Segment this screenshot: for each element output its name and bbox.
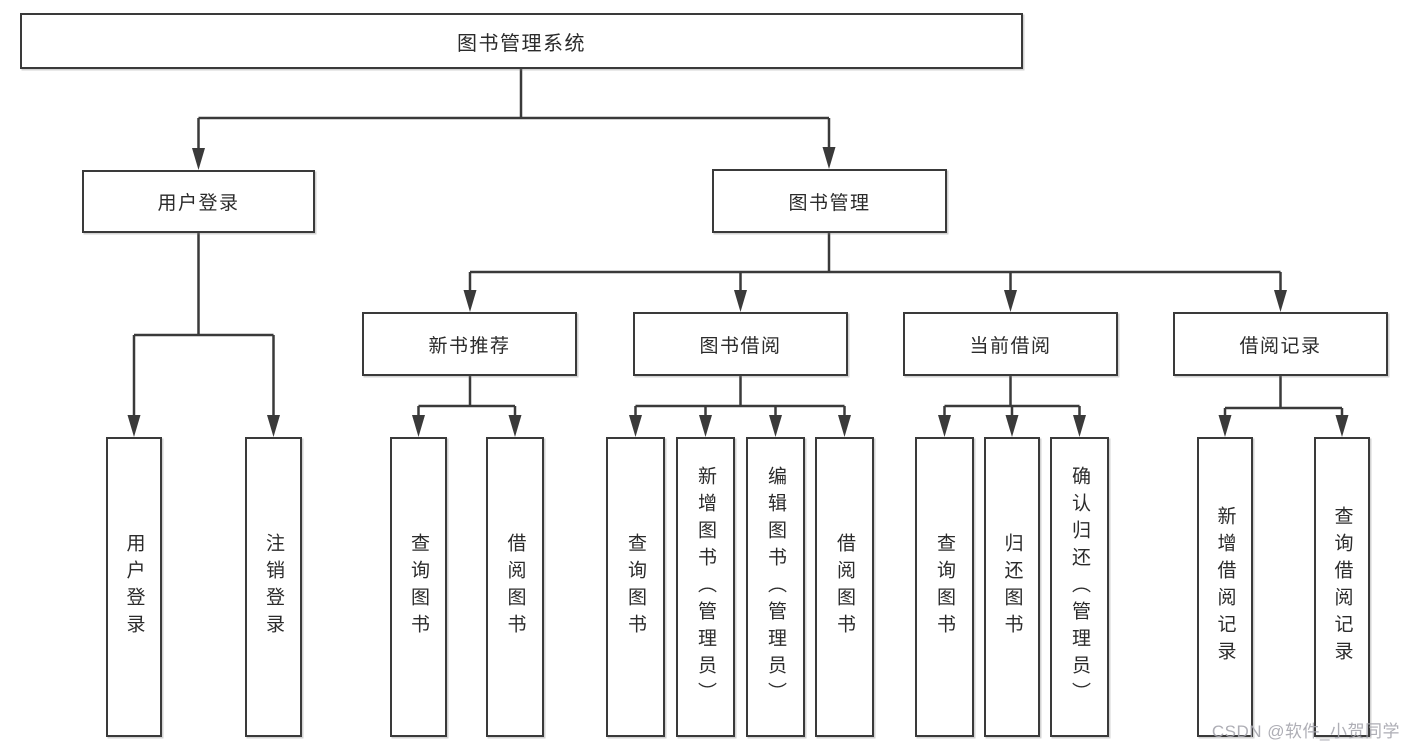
node-book-management: 图书管理 <box>712 169 947 233</box>
leaf-confirm-return-admin: 确认归还（管理员） <box>1050 437 1109 737</box>
node-current-borrowing: 当前借阅 <box>903 312 1118 376</box>
leaf-logout: 注销登录 <box>245 437 302 737</box>
leaf-query-books-borrowing: 查询图书 <box>606 437 665 737</box>
node-book-borrowing: 图书借阅 <box>633 312 848 376</box>
watermark-text: CSDN @软件_小贺同学 <box>1211 722 1400 741</box>
leaf-query-borrow-record: 查询借阅记录 <box>1314 437 1370 737</box>
leaf-return-book: 归还图书 <box>984 437 1040 737</box>
leaf-query-books-current: 查询图书 <box>915 437 974 737</box>
leaf-user-login: 用户登录 <box>106 437 162 737</box>
leaf-add-borrow-record: 新增借阅记录 <box>1197 437 1253 737</box>
node-new-book-recommend: 新书推荐 <box>362 312 577 376</box>
node-library-system: 图书管理系统 <box>20 13 1023 69</box>
node-borrow-records: 借阅记录 <box>1173 312 1388 376</box>
node-user-login: 用户登录 <box>82 170 315 233</box>
leaf-edit-book-admin: 编辑图书（管理员） <box>746 437 805 737</box>
leaf-borrow-books-borrowing: 借阅图书 <box>815 437 874 737</box>
leaf-borrow-books-recommend: 借阅图书 <box>486 437 544 737</box>
leaf-query-books-recommend: 查询图书 <box>390 437 447 737</box>
leaf-add-book-admin: 新增图书（管理员） <box>676 437 735 737</box>
